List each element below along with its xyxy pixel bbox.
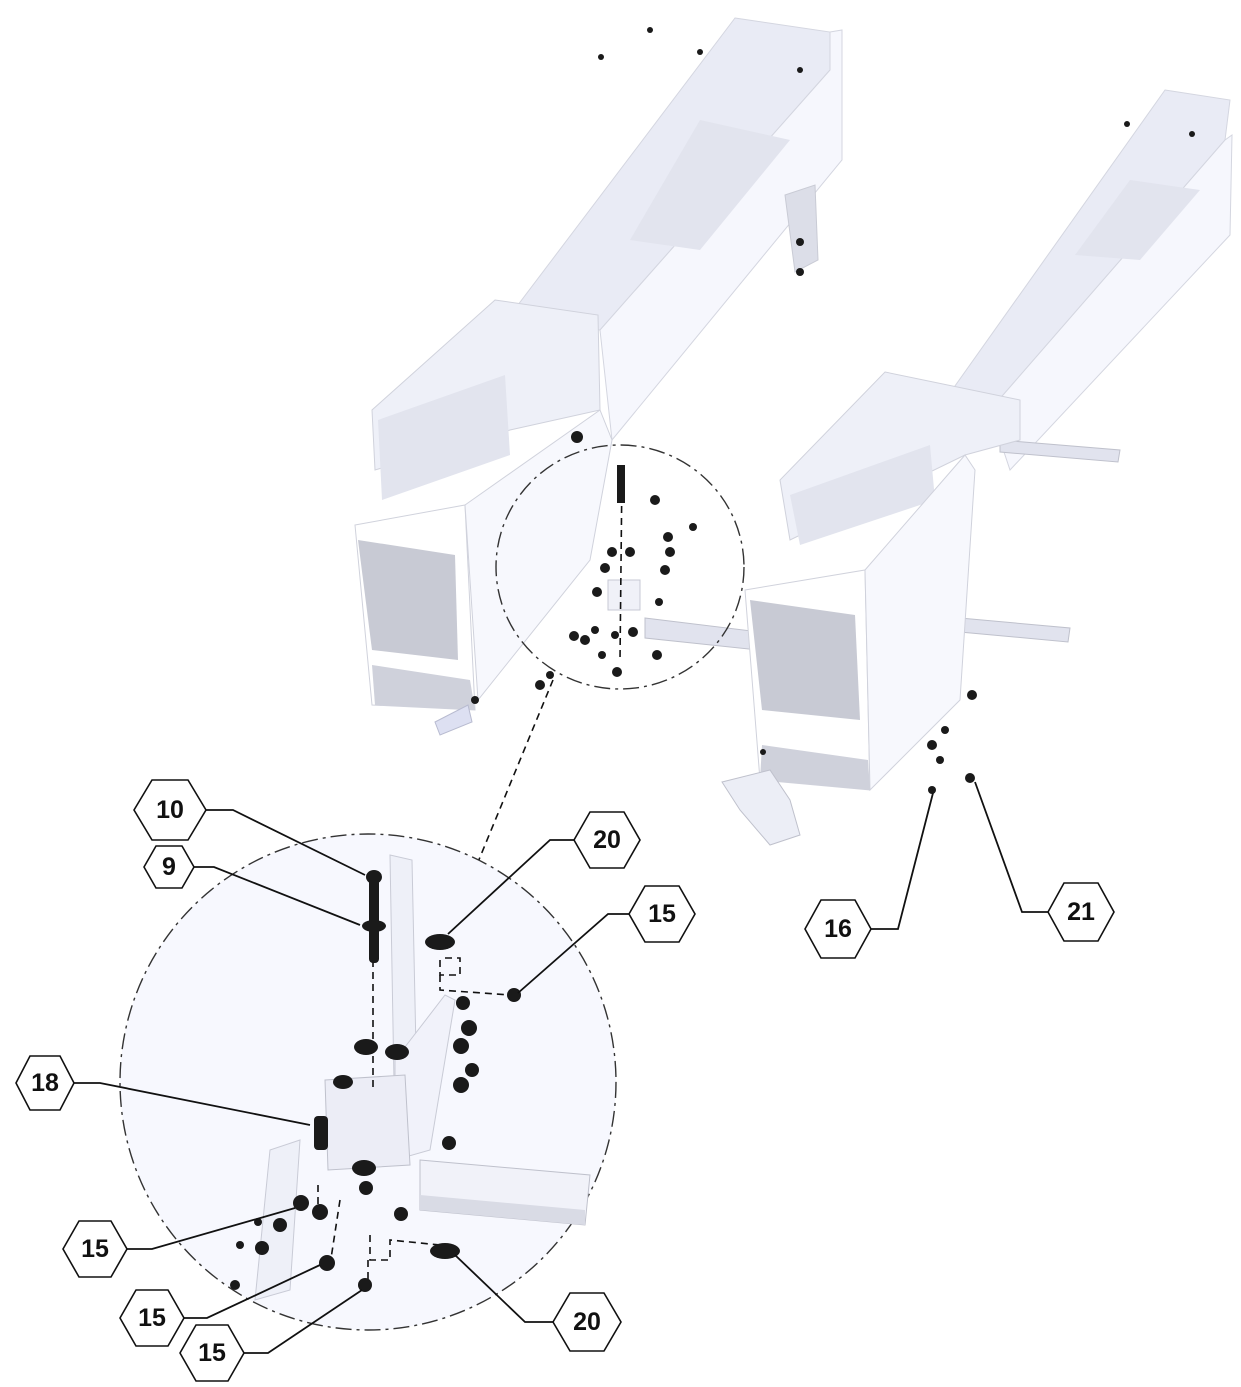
right-box-side — [864, 454, 976, 792]
leader-16 — [870, 792, 934, 930]
left-boom-bracket — [784, 184, 819, 273]
callout-10: 10 — [133, 779, 207, 841]
overview-hardware — [471, 27, 1195, 794]
left-box-bottom — [372, 665, 475, 710]
detail-bolt-18 — [314, 1116, 328, 1150]
callout-15d-label: 15 — [198, 1339, 226, 1367]
leader-15b — [126, 1207, 296, 1250]
leader-20a — [447, 839, 575, 935]
left-frame-arm — [354, 17, 843, 736]
right-box-front-dark — [750, 600, 860, 720]
detail-block — [324, 1074, 411, 1171]
right-rail-lower — [959, 617, 1071, 643]
detail-rail-shade — [420, 1195, 585, 1225]
right-foot — [721, 769, 801, 846]
callout-15a: 15 — [628, 885, 696, 943]
callout-16-label: 16 — [824, 915, 852, 943]
callout-21-label: 21 — [1067, 898, 1095, 926]
center-rail — [644, 617, 761, 651]
left-box-top-panel — [378, 375, 510, 500]
detail-washer — [362, 920, 386, 932]
detail-bolt-20-bottom — [430, 1243, 460, 1259]
left-pad — [434, 704, 473, 736]
callout-15b: 15 — [62, 1220, 128, 1278]
callout-9: 9 — [143, 845, 195, 889]
callout-18: 18 — [15, 1055, 75, 1111]
callout-15c-label: 15 — [138, 1304, 166, 1332]
right-box-top-panel — [790, 445, 935, 545]
left-box-front-dark — [358, 540, 458, 660]
right-boom-shade — [1075, 180, 1200, 260]
callout-9-label: 9 — [162, 853, 176, 881]
callout-20b-label: 20 — [573, 1308, 601, 1336]
leader-21 — [974, 781, 1049, 913]
right-rail-upper — [999, 439, 1121, 463]
callout-16: 16 — [804, 899, 872, 959]
overview-detail-zone — [495, 444, 745, 690]
leader-20b — [454, 1254, 553, 1323]
leader-15d — [244, 1289, 363, 1354]
right-frame-arm — [644, 89, 1233, 846]
detail-link-line — [477, 679, 554, 863]
callout-20b: 20 — [552, 1292, 622, 1352]
callout-21: 21 — [1047, 882, 1115, 942]
callout-15d: 15 — [179, 1324, 245, 1382]
callout-10-label: 10 — [156, 796, 184, 824]
callout-15b-label: 15 — [81, 1235, 109, 1263]
leader-10 — [206, 809, 366, 876]
leader-18 — [73, 1082, 311, 1126]
left-box-side — [464, 409, 613, 702]
right-box-bottom — [760, 745, 870, 790]
detail-bolt-head — [366, 870, 382, 884]
left-boom-shade — [630, 120, 790, 250]
callout-15c: 15 — [119, 1289, 185, 1347]
callout-18-label: 18 — [31, 1069, 59, 1097]
detail-bolt-20-top — [425, 934, 455, 950]
leader-15a — [517, 913, 630, 994]
leader-9 — [193, 866, 361, 926]
callout-15a-label: 15 — [648, 900, 676, 928]
leader-lines — [73, 781, 1049, 1354]
callout-20a-label: 20 — [593, 826, 621, 854]
callout-20a: 20 — [573, 811, 641, 869]
enlarged-detail-view — [119, 833, 617, 1331]
leader-15c — [182, 1264, 321, 1319]
